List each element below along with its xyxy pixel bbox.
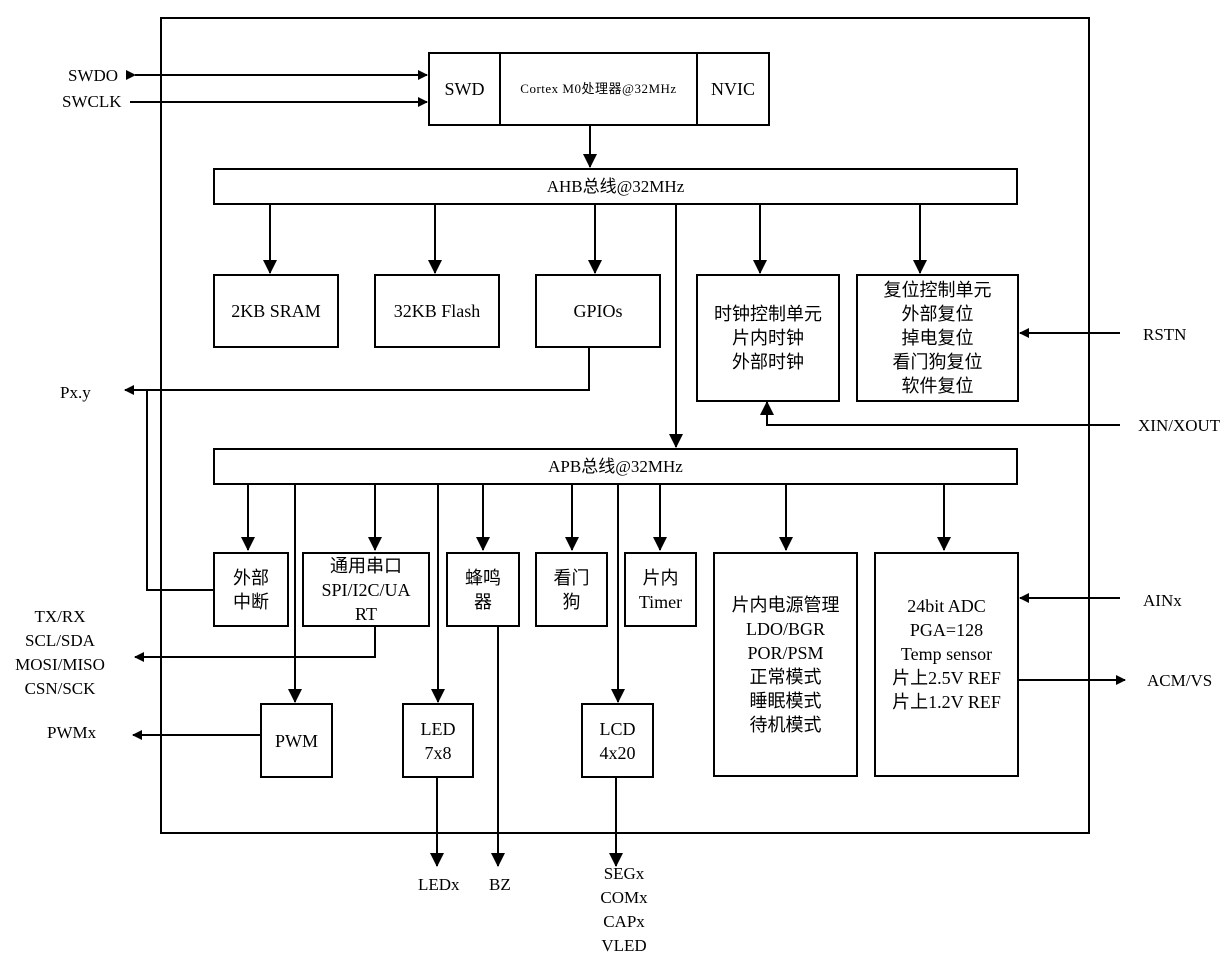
power-management-text: 片内电源管理 LDO/BGR POR/PSM 正常模式 睡眠模式 待机模式: [715, 554, 856, 775]
adc-title: 24bit ADC: [907, 596, 986, 616]
adc-ref-25: 片上2.5V REF: [892, 668, 1001, 688]
timer-line2: Timer: [638, 591, 683, 612]
timer-text: 片内 Timer: [626, 554, 695, 625]
power-sleep-mode: 睡眠模式: [749, 690, 822, 711]
ext-interrupt-block: 外部 中断: [213, 552, 289, 627]
led-line1: LED: [420, 718, 456, 739]
led-block: LED 7x8: [402, 703, 474, 778]
signal-mosi-miso: MOSI/MISO: [15, 655, 105, 674]
led-line2: 7x8: [424, 742, 452, 763]
adc-pga: PGA=128: [909, 620, 984, 640]
lcd-line1: LCD: [599, 718, 636, 739]
signal-tx-rx: TX/RX: [34, 607, 86, 626]
flash-label: 32KB Flash: [393, 301, 481, 321]
buzzer-text: 蜂鸣 器: [448, 554, 518, 625]
nvic-label: NVIC: [711, 79, 755, 99]
buzzer-line2: 器: [474, 591, 492, 612]
sram-block: 2KB SRAM: [213, 274, 339, 348]
signal-ledx: LEDx: [418, 875, 460, 894]
reset-control-title: 复位控制单元: [883, 280, 992, 300]
buzzer-line1: 蜂鸣: [465, 567, 501, 588]
cortex-m0-label: Cortex M0处理器@32MHz: [520, 81, 677, 96]
uart-line2: SPI/I2C/UA: [321, 579, 411, 600]
clock-control-text: 时钟控制单元 片内时钟 外部时钟: [698, 276, 838, 400]
signal-serial-pins: TX/RX SCL/SDA MOSI/MISO CSN/SCK: [8, 605, 112, 701]
signal-acm-vs: ACM/VS: [1147, 671, 1213, 690]
watchdog-text: 看门 狗: [537, 554, 606, 625]
uart-text: 通用串口 SPI/I2C/UA RT: [304, 554, 428, 625]
apb-bus: APB总线@32MHz: [213, 448, 1018, 485]
gpio-block: GPIOs: [535, 274, 661, 348]
power-ldo: LDO/BGR: [745, 618, 825, 639]
signal-lcd-pins: SEGx COMx CAPx VLED: [586, 862, 662, 958]
flash-block: 32KB Flash: [374, 274, 500, 348]
adc-block: 24bit ADC PGA=128 Temp sensor 片上2.5V REF…: [874, 552, 1019, 777]
signal-bz: BZ: [489, 875, 511, 894]
power-title: 片内电源管理: [731, 594, 840, 615]
uart-line3: RT: [355, 603, 377, 624]
power-por: POR/PSM: [747, 642, 824, 663]
signal-swclk: SWCLK: [62, 92, 122, 111]
lcd-text: LCD 4x20: [583, 705, 652, 776]
ext-interrupt-text: 外部 中断: [215, 554, 287, 625]
swd-block: SWD: [428, 52, 501, 126]
signal-comx: COMx: [600, 888, 648, 907]
nvic-block: NVIC: [696, 52, 770, 126]
power-management-block: 片内电源管理 LDO/BGR POR/PSM 正常模式 睡眠模式 待机模式: [713, 552, 858, 777]
signal-xin-xout: XIN/XOUT: [1138, 416, 1221, 435]
clock-external: 外部时钟: [732, 352, 804, 372]
adc-ref-12: 片上1.2V REF: [892, 692, 1001, 712]
signal-scl-sda: SCL/SDA: [25, 631, 95, 650]
swd-label: SWD: [444, 79, 485, 99]
reset-watchdog: 看门狗复位: [892, 352, 983, 372]
ext-interrupt-line1: 外部: [233, 567, 269, 588]
adc-temp-sensor: Temp sensor: [900, 644, 993, 664]
ahb-bus: AHB总线@32MHz: [213, 168, 1018, 205]
watchdog-line1: 看门: [553, 567, 590, 588]
signal-pxy: Px.y: [60, 383, 91, 402]
pwm-block: PWM: [260, 703, 333, 778]
adc-text: 24bit ADC PGA=128 Temp sensor 片上2.5V REF…: [876, 554, 1017, 775]
reset-control-block: 复位控制单元 外部复位 掉电复位 看门狗复位 软件复位: [856, 274, 1019, 402]
reset-brownout: 掉电复位: [901, 328, 974, 348]
signal-ainx: AINx: [1143, 591, 1182, 610]
power-normal-mode: 正常模式: [749, 666, 822, 687]
cortex-m0-block: Cortex M0处理器@32MHz: [499, 52, 698, 126]
uart-line1: 通用串口: [330, 555, 402, 576]
signal-rstn: RSTN: [1143, 325, 1187, 344]
buzzer-block: 蜂鸣 器: [446, 552, 520, 627]
timer-line1: 片内: [642, 567, 679, 588]
clock-control-block: 时钟控制单元 片内时钟 外部时钟: [696, 274, 840, 402]
lcd-block: LCD 4x20: [581, 703, 654, 778]
signal-segx: SEGx: [603, 864, 645, 883]
gpio-label: GPIOs: [573, 301, 623, 321]
lcd-line2: 4x20: [599, 742, 636, 763]
watchdog-line2: 狗: [562, 591, 581, 612]
reset-control-text: 复位控制单元 外部复位 掉电复位 看门狗复位 软件复位: [858, 276, 1017, 400]
clock-control-title: 时钟控制单元: [714, 304, 822, 324]
sram-label: 2KB SRAM: [231, 301, 321, 321]
timer-block: 片内 Timer: [624, 552, 697, 627]
signal-csn-sck: CSN/SCK: [24, 679, 96, 698]
gpio-px-line: [124, 348, 590, 395]
power-standby-mode: 待机模式: [749, 714, 822, 735]
signal-capx: CAPx: [603, 912, 645, 931]
ext-interrupt-line2: 中断: [233, 591, 269, 612]
watchdog-block: 看门 狗: [535, 552, 608, 627]
reset-software: 软件复位: [901, 376, 974, 396]
pwm-label: PWM: [274, 730, 318, 751]
led-text: LED 7x8: [404, 705, 472, 776]
signal-pwmx: PWMx: [47, 723, 97, 742]
signal-swdo: SWDO: [68, 66, 119, 85]
reset-external: 外部复位: [901, 304, 974, 324]
ahb-bus-label: AHB总线@32MHz: [546, 176, 685, 196]
apb-bus-label: APB总线@32MHz: [548, 456, 683, 476]
clock-internal: 片内时钟: [732, 328, 804, 348]
signal-vled: VLED: [601, 936, 647, 955]
uart-block: 通用串口 SPI/I2C/UA RT: [302, 552, 430, 627]
